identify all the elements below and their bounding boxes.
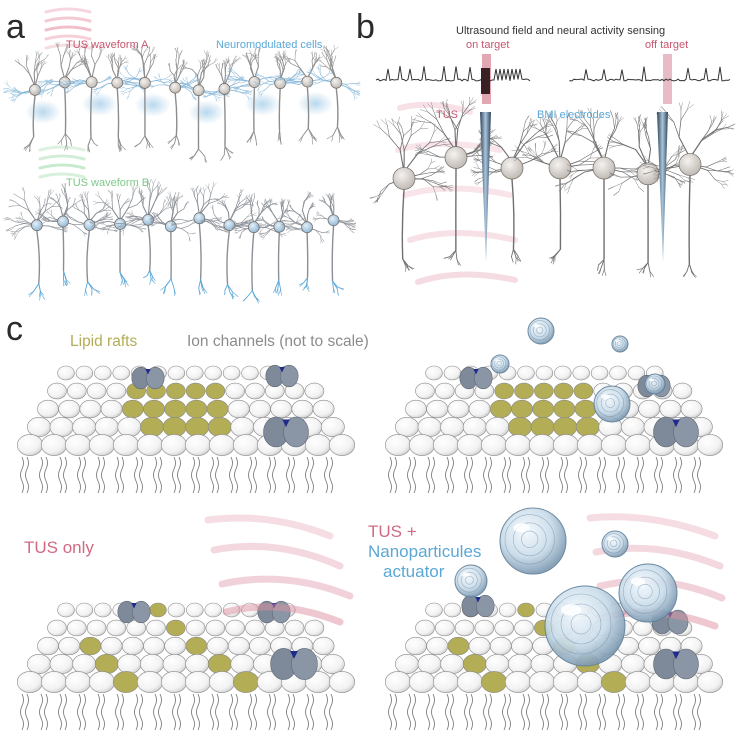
neuron-row-b-panel [369,96,736,278]
tus-waveform-a-arcs [44,7,92,50]
panel-b [369,54,736,285]
panel-c [16,317,726,731]
membrane-top-left [16,364,356,494]
neuron-row-b [3,178,357,304]
off-target-highlight [663,54,672,104]
nanoparticles [454,317,678,667]
label-lipid-rafts: Lipid rafts [70,333,138,350]
label-on-target: on target [466,39,510,51]
label-tus-waveform-b: TUS waveform B [66,177,150,189]
label-actuator: actuator [383,562,445,581]
label-ion-channels: Ion channels (not to scale) [187,333,369,350]
burst-marker [481,68,490,94]
membrane-top-right [384,365,724,494]
bmi-electrode-right [657,112,668,262]
label-tus-only: TUS only [24,538,94,557]
panel-letter-b: b [356,8,375,46]
label-neuromodulated-cells: Neuromodulated cells [216,39,323,51]
trace-right [569,66,731,82]
bmi-electrode-left [480,112,491,262]
label-ultrasound-title: Ultrasound field and neural activity sen… [456,25,666,37]
label-nanoparticles: Nanoparticules [368,542,482,561]
neuron-row-a [2,42,361,163]
membrane-bottom-left [16,600,356,731]
label-tus-plus: TUS + [368,522,417,541]
label-tus-waveform-a: TUS waveform A [66,39,149,51]
panel-letter-c: c [6,310,23,348]
label-off-target: off target [645,39,689,51]
tus-waveform-b-arcs [38,145,86,179]
panel-letter-a: a [6,8,25,46]
trace-left [375,66,531,82]
tus-arcs-c-left [204,514,354,626]
label-tus-b: TUS [436,109,458,121]
label-bmi-electrodes: BMI electrodes [537,109,611,121]
panel-a [2,7,361,304]
